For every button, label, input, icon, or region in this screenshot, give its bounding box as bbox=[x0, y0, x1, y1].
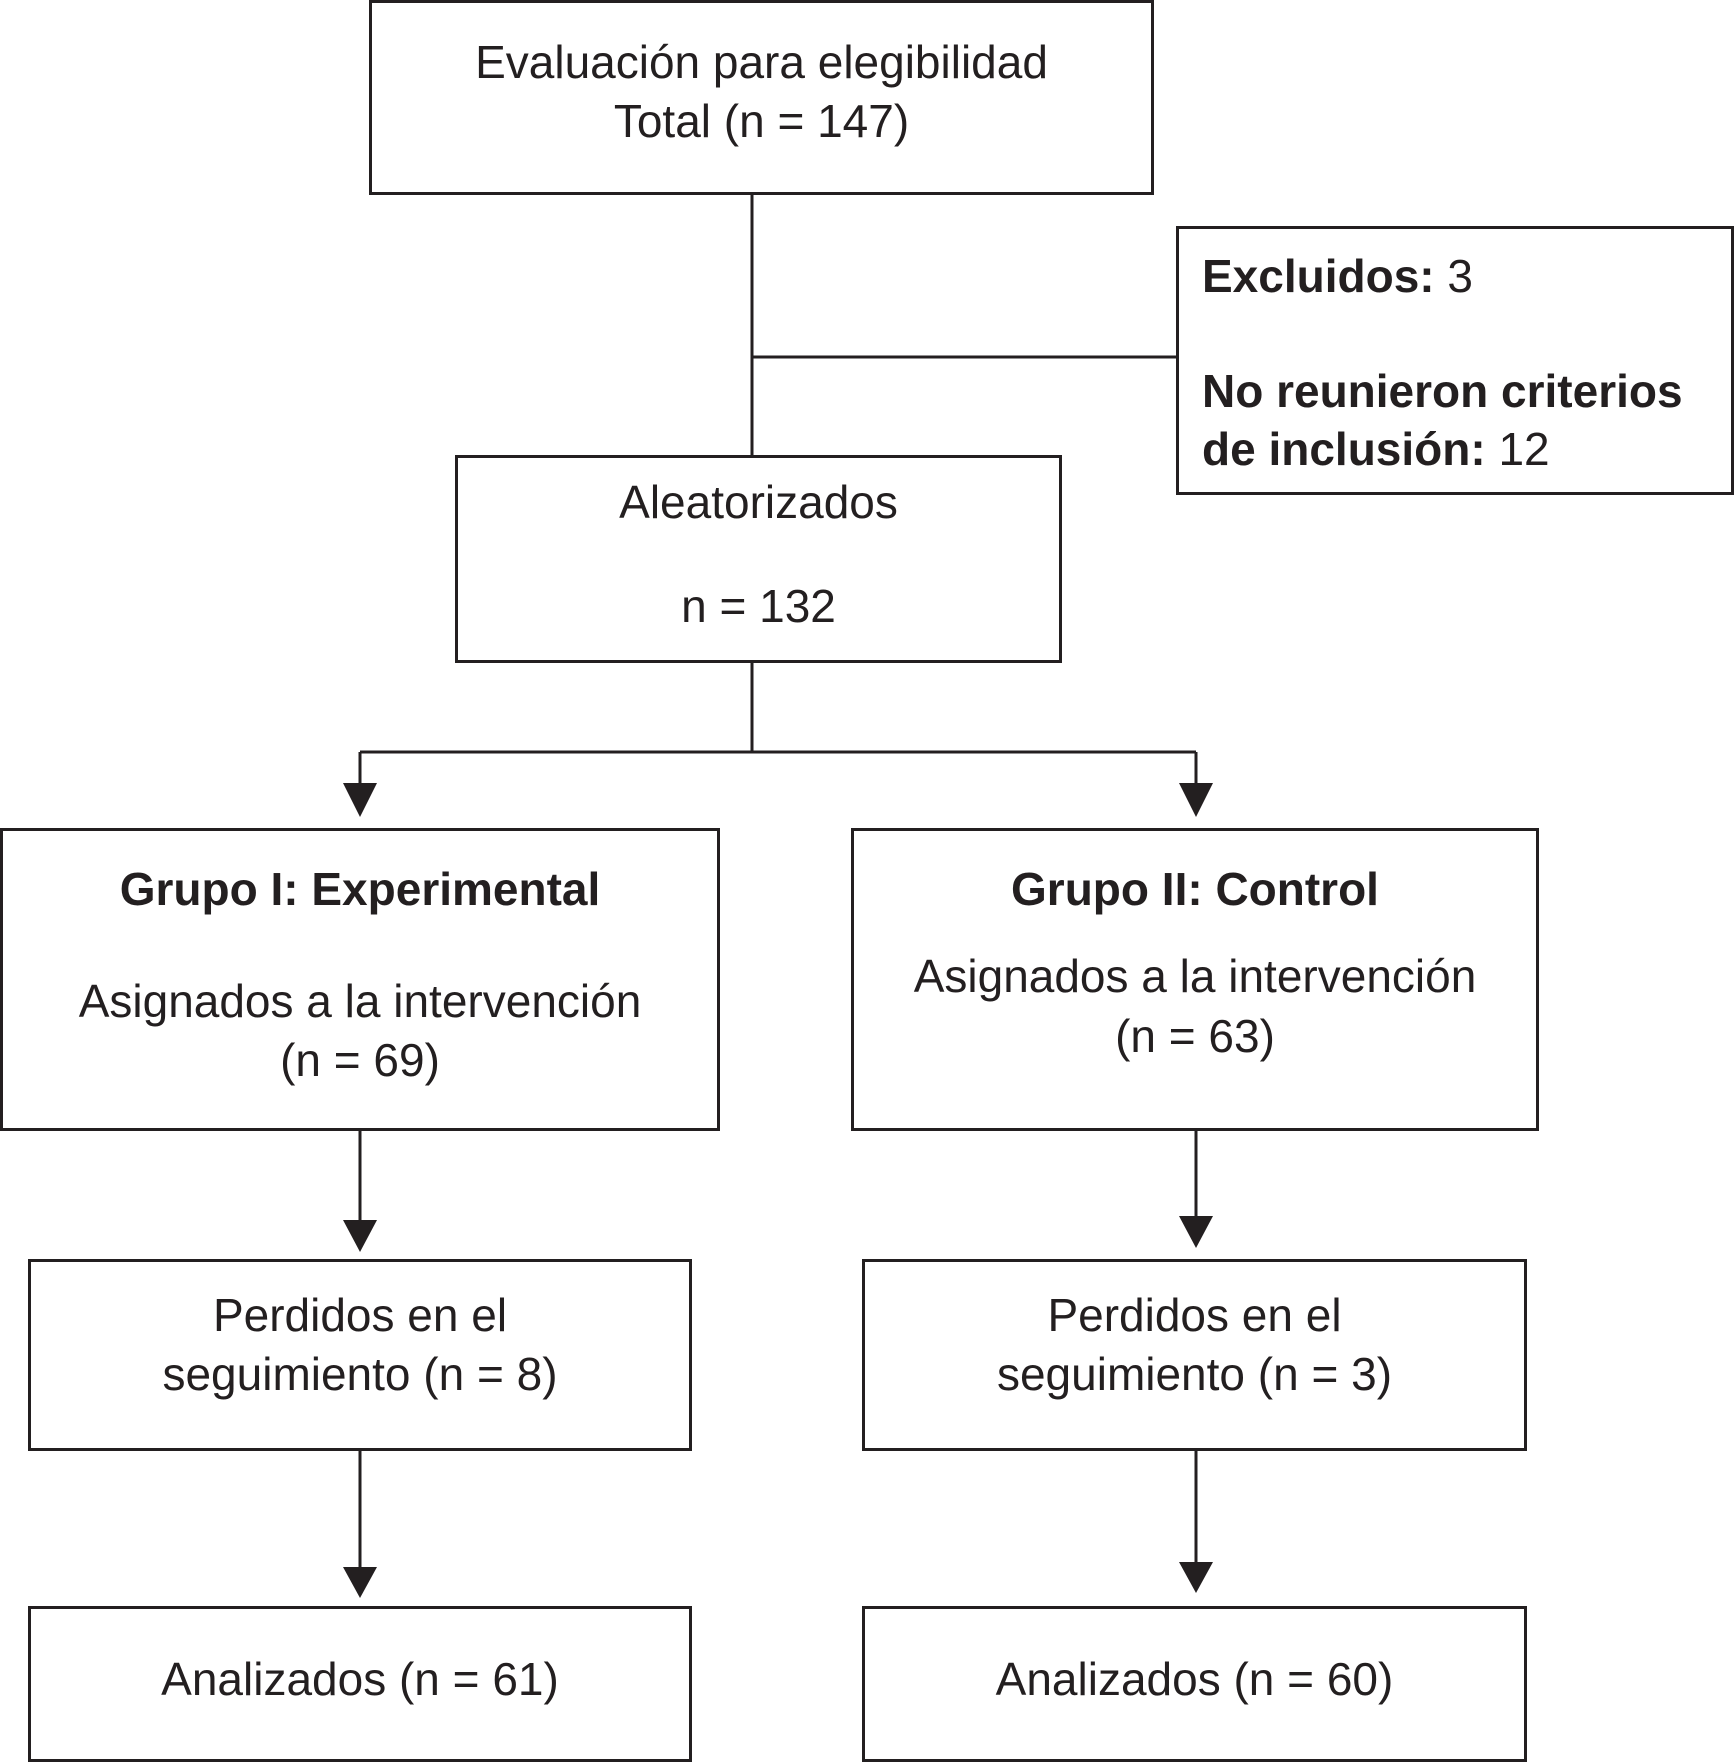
excluded-line: Excluidos: 3 bbox=[1202, 247, 1473, 305]
criteria-label-line2: de inclusión: bbox=[1202, 423, 1486, 475]
experimental-analyzed: Analizados (n = 61) bbox=[161, 1653, 559, 1705]
arrowhead-to-exp-analyzed bbox=[343, 1567, 377, 1598]
eligibility-total: Total (n = 147) bbox=[613, 95, 910, 147]
criteria-label-line1: No reunieron criterios bbox=[1202, 365, 1683, 417]
arrowhead-to-exp-lost bbox=[343, 1220, 377, 1252]
control-assigned-count: (n = 63) bbox=[1115, 1010, 1275, 1062]
excluded-box: Excluidos: 3 No reunieron criterios de i… bbox=[1176, 226, 1734, 495]
experimental-analyzed-box: Analizados (n = 61) bbox=[28, 1606, 692, 1762]
experimental-lost-line2: seguimiento (n = 8) bbox=[162, 1348, 558, 1400]
arrowhead-to-control bbox=[1179, 783, 1213, 817]
control-analyzed-box: Analizados (n = 60) bbox=[862, 1606, 1527, 1762]
control-lost-box: Perdidos en el seguimiento (n = 3) bbox=[862, 1259, 1527, 1451]
experimental-group-title: Grupo I: Experimental bbox=[119, 863, 601, 915]
experimental-group-box: Grupo I: Experimental Asignados a la int… bbox=[0, 828, 720, 1131]
criteria-line2: de inclusión: 12 bbox=[1202, 420, 1550, 478]
control-lost-line1: Perdidos en el bbox=[1047, 1289, 1342, 1341]
control-group-box: Grupo II: Control Asignados a la interve… bbox=[851, 828, 1539, 1131]
arrowhead-to-experimental bbox=[343, 783, 377, 817]
experimental-assigned-count: (n = 69) bbox=[280, 1034, 440, 1086]
control-group-title: Grupo II: Control bbox=[1011, 863, 1379, 915]
control-lost-line2: seguimiento (n = 3) bbox=[996, 1348, 1393, 1400]
control-analyzed: Analizados (n = 60) bbox=[995, 1653, 1394, 1705]
excluded-value: 3 bbox=[1434, 250, 1473, 302]
experimental-lost-line1: Perdidos en el bbox=[212, 1289, 508, 1341]
eligibility-box: Evaluación para elegibilidad Total (n = … bbox=[369, 0, 1154, 195]
randomized-count: n = 132 bbox=[681, 580, 836, 632]
experimental-lost-box: Perdidos en el seguimiento (n = 8) bbox=[28, 1259, 692, 1451]
experimental-assigned: Asignados a la intervención bbox=[78, 975, 642, 1027]
excluded-label: Excluidos: bbox=[1202, 250, 1435, 302]
randomized-label: Aleatorizados bbox=[619, 476, 898, 528]
arrowhead-to-ctrl-analyzed bbox=[1179, 1562, 1213, 1593]
criteria-value: 12 bbox=[1485, 423, 1550, 475]
eligibility-title: Evaluación para elegibilidad bbox=[475, 36, 1048, 88]
randomized-box: Aleatorizados n = 132 bbox=[455, 455, 1062, 663]
arrowhead-to-ctrl-lost bbox=[1179, 1216, 1213, 1248]
control-assigned: Asignados a la intervención bbox=[913, 950, 1477, 1002]
